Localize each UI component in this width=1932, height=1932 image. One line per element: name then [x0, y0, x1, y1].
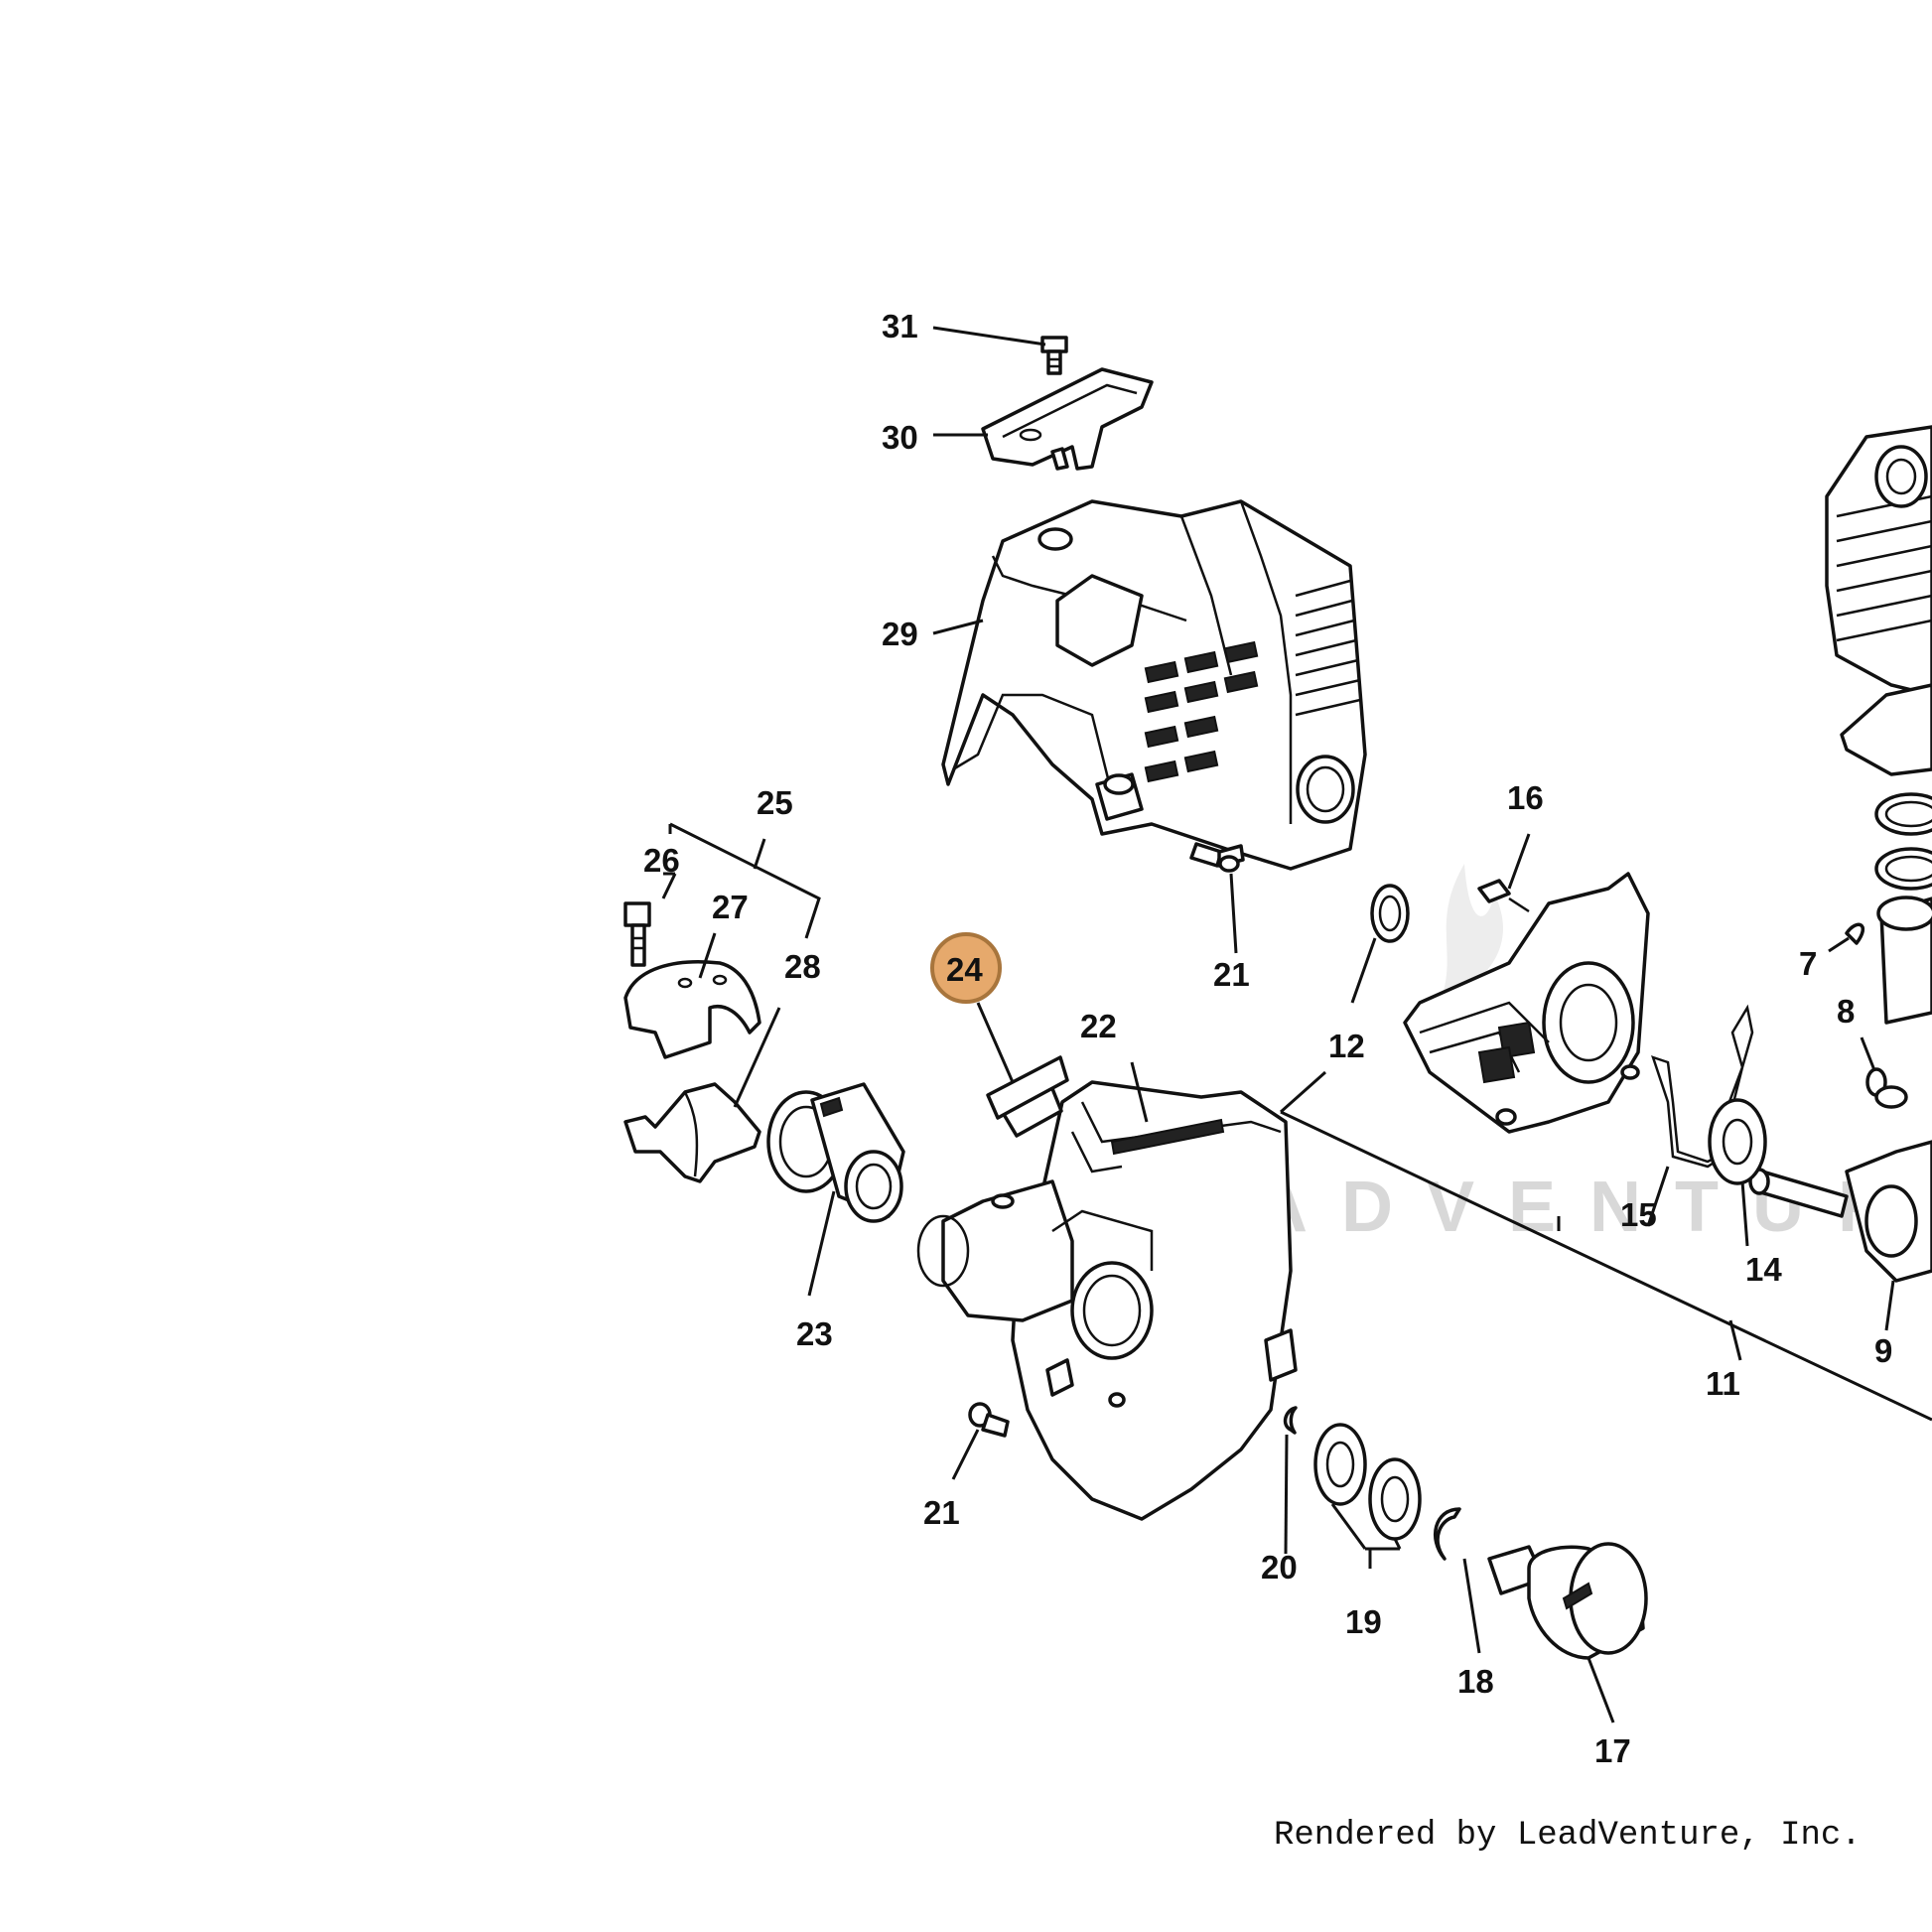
- shroud-grille: [1295, 579, 1361, 717]
- label-16[interactable]: 16: [1507, 779, 1544, 816]
- part-18-circlip[interactable]: [1433, 1507, 1461, 1561]
- label-17[interactable]: 17: [1594, 1732, 1631, 1769]
- label-18[interactable]: 18: [1457, 1663, 1494, 1700]
- part-22-fan-housing[interactable]: [916, 1080, 1298, 1521]
- label-28[interactable]: 28: [784, 948, 821, 985]
- label-15[interactable]: 15: [1620, 1196, 1657, 1233]
- assembly-11-bracket: [1280, 1070, 1932, 1422]
- label-20[interactable]: 20: [1261, 1549, 1298, 1586]
- part-20-circlip[interactable]: [1283, 1406, 1298, 1435]
- label-19[interactable]: 19: [1345, 1603, 1382, 1640]
- part-15-gasket[interactable]: [1651, 1004, 1754, 1169]
- label-31[interactable]: 31: [882, 308, 918, 345]
- part-12-seal[interactable]: [1370, 884, 1410, 943]
- part-9-crankshaft[interactable]: [1748, 1085, 1932, 1283]
- label-8[interactable]: 8: [1837, 993, 1855, 1030]
- part-21-screw-lower[interactable]: [968, 1402, 1010, 1438]
- part-26-bolt[interactable]: [623, 901, 651, 967]
- label-23[interactable]: 23: [796, 1315, 833, 1352]
- label-14[interactable]: 14: [1745, 1251, 1782, 1288]
- part-7-clip[interactable]: [1845, 922, 1864, 945]
- part-23-pulley[interactable]: [766, 1082, 905, 1223]
- watermark-flame-icon: [1440, 864, 1503, 1003]
- part-16-crankcase[interactable]: [1403, 872, 1650, 1134]
- part-24-decal-label[interactable]: [986, 1055, 1069, 1120]
- part-27-cover[interactable]: [623, 960, 761, 1059]
- label-30[interactable]: 30: [882, 419, 918, 456]
- label-7[interactable]: 7: [1799, 945, 1817, 982]
- part-28-cover[interactable]: [623, 1082, 761, 1183]
- label-25[interactable]: 25: [757, 784, 793, 821]
- label-21-upper[interactable]: 21: [1213, 956, 1250, 993]
- part-29-shroud[interactable]: [941, 499, 1367, 871]
- label-29[interactable]: 29: [882, 616, 918, 652]
- part-30-grip[interactable]: [981, 367, 1154, 471]
- footer-credit: Rendered by LeadVenture, Inc.: [1274, 1817, 1862, 1855]
- leader-lines: [661, 326, 1895, 1724]
- part-19-bearings[interactable]: [1313, 1423, 1422, 1541]
- part-31-screw[interactable]: [1040, 336, 1068, 375]
- shroud-vent-slots: [1144, 640, 1259, 783]
- part-14-bearing[interactable]: [1708, 1098, 1767, 1185]
- callout-labels: 31 30 29 25 26 27 28 24 22 21 16 12 7 8 …: [643, 308, 1892, 1769]
- part-21-screw-upper[interactable]: [1189, 842, 1245, 873]
- part-17-clutch-drum[interactable]: [1487, 1542, 1648, 1660]
- highlight-circle-24: [930, 932, 1002, 1004]
- label-12[interactable]: 12: [1328, 1028, 1365, 1064]
- label-11[interactable]: 11: [1706, 1365, 1740, 1402]
- label-26[interactable]: 26: [643, 842, 680, 879]
- label-9[interactable]: 9: [1874, 1332, 1892, 1369]
- label-22[interactable]: 22: [1080, 1008, 1117, 1044]
- cylinder-assembly: [1825, 425, 1932, 1025]
- label-27[interactable]: 27: [712, 889, 749, 925]
- label-24[interactable]: 24: [946, 951, 983, 988]
- label-21-lower[interactable]: 21: [923, 1494, 960, 1531]
